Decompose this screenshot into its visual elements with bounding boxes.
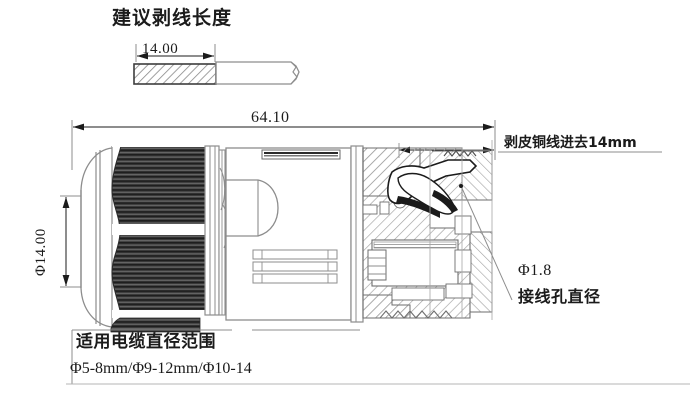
hole-diameter-label: 接线孔直径 <box>518 287 601 306</box>
hole-diameter-value: Φ1.8 <box>518 262 552 279</box>
diameter-dimension-value: Φ14.00 <box>33 228 49 276</box>
overall-length-dimension-value: 64.10 <box>251 109 290 126</box>
cable-range-title: 适用电缆直径范围 <box>76 332 216 352</box>
connector-housing-section <box>362 140 493 320</box>
cable-range-value: Φ5-8mm/Φ9-12mm/Φ10-14 <box>70 360 252 377</box>
knurled-grip-nut <box>110 141 220 333</box>
overall-length-dimension <box>71 120 496 170</box>
cable-entry-cap <box>80 146 113 330</box>
strip-length-detail <box>133 44 300 85</box>
strip-length-title: 建议剥线长度 <box>112 7 233 29</box>
strip-length-dimension-value: 14.00 <box>142 41 179 57</box>
copper-insert-note: 剥皮铜线进去14mm <box>504 135 637 151</box>
connector-body-middle <box>225 145 364 323</box>
leader-lines <box>66 151 690 385</box>
